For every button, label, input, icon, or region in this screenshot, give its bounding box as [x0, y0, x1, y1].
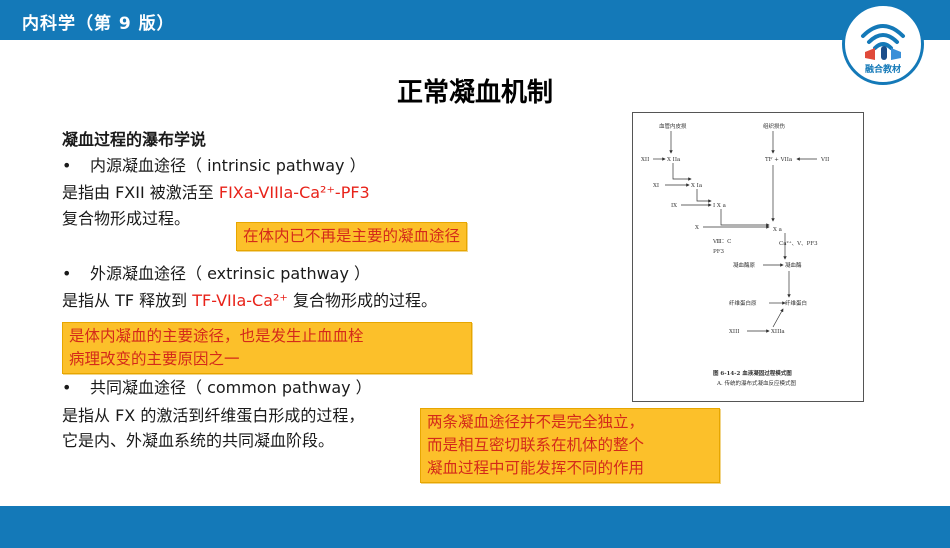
- top-bar: 内科学（第 9 版）: [0, 0, 950, 40]
- note-extrinsic-line1: 是体内凝血的主要途径，也是发生止血血栓: [69, 327, 364, 345]
- fig-label-tf: TF + VIIa: [765, 157, 793, 163]
- fig-label-pf3: PF3: [713, 249, 725, 255]
- note-relationship: 两条凝血途径并不是完全独立， 而是相互密切联系在机体的整个 凝血过程中可能发挥不…: [420, 408, 720, 483]
- intrinsic-label-line: • 内源凝血途径（ intrinsic pathway ）: [62, 154, 366, 178]
- coagulation-cascade-figure: 血管内皮损 组织损伤 XII X IIa XI X Ia IX I X a TF…: [632, 112, 864, 402]
- note-intrinsic-text: 在体内已不再是主要的凝血途径: [243, 227, 461, 245]
- bullet-icon: •: [62, 156, 72, 175]
- fig-label-cofactors: Ca²⁺、V、PF3: [779, 240, 818, 247]
- fig-label-tissue: 组织损伤: [763, 122, 786, 130]
- fig-label-prothrombin: 凝血酶原: [733, 261, 756, 269]
- fig-label-x: X: [695, 225, 699, 231]
- fig-label-thrombin: 凝血酶: [785, 261, 802, 269]
- note-relationship-line2: 而是相互密切联系在机体的整个: [427, 436, 645, 454]
- fig-label-vii: VII: [820, 157, 829, 163]
- book-title: 内科学（第 9 版）: [22, 14, 175, 34]
- fig-label-xa: X a: [773, 227, 783, 233]
- fig-caption-line2: A. 传统的瀑布式凝血反应模式图: [716, 379, 796, 387]
- common-desc-line2: 它是内、外凝血系统的共同凝血阶段。: [62, 431, 335, 450]
- bottom-bar: [0, 506, 950, 548]
- book-logo-icon: [861, 24, 905, 60]
- logo-label: 融合教材: [864, 65, 901, 75]
- fig-label-ix: IX: [671, 203, 677, 209]
- fig-label-xia: X Ia: [691, 183, 703, 189]
- fig-label-xiii: XIII: [729, 329, 739, 335]
- intrinsic-label: 内源凝血途径（ intrinsic pathway ）: [90, 156, 366, 175]
- intrinsic-desc-line: 是指由 FXII 被激活至 FIXa-VIIIa-Ca²⁺-PF3: [62, 181, 370, 205]
- note-relationship-line3: 凝血过程中可能发挥不同的作用: [427, 459, 645, 477]
- fig-label-fibrinogen: 纤维蛋白原: [729, 299, 757, 307]
- page-title: 正常凝血机制: [396, 78, 553, 108]
- extrinsic-desc-prefix: 是指从 TF 释放到: [62, 291, 193, 310]
- bullet-icon: •: [62, 378, 72, 397]
- cascade-diagram: 血管内皮损 组织损伤 XII X IIa XI X Ia IX I X a TF…: [641, 122, 829, 387]
- extrinsic-label: 外源凝血途径（ extrinsic pathway ）: [90, 264, 371, 283]
- common-desc-line1: 是指从 FX 的激活到纤维蛋白形成的过程，: [62, 406, 365, 425]
- note-extrinsic: 是体内凝血的主要途径，也是发生止血血栓 病理改变的主要原因之一: [62, 322, 472, 374]
- cascade-labels: 血管内皮损 组织损伤 XII X IIa XI X Ia IX I X a TF…: [641, 122, 829, 387]
- cascade-arrows: [653, 131, 817, 333]
- extrinsic-desc-highlight: TF-VIIa-Ca²⁺: [192, 291, 288, 310]
- bullet-icon: •: [62, 264, 72, 283]
- fig-label-xii: XII: [641, 157, 649, 163]
- note-relationship-line1: 两条凝血途径并不是完全独立，: [427, 413, 645, 431]
- fig-label-xiia: X IIa: [667, 157, 681, 163]
- fig-label-fibrin: 纤维蛋白: [785, 299, 807, 307]
- fig-label-vessel: 血管内皮损: [659, 122, 687, 130]
- extrinsic-desc-suffix: 复合物形成的过程。: [287, 291, 437, 310]
- fig-label-xiiia: XIIIa: [771, 329, 785, 335]
- intrinsic-desc-prefix: 是指由 FXII 被激活至: [62, 183, 219, 202]
- fig-label-xi: XI: [653, 183, 659, 189]
- common-label: 共同凝血途径（ common pathway ）: [90, 378, 372, 397]
- extrinsic-desc-line: 是指从 TF 释放到 TF-VIIa-Ca²⁺ 复合物形成的过程。: [62, 289, 437, 313]
- fig-label-ixa: I X a: [713, 203, 727, 209]
- intrinsic-desc-highlight: FIXa-VIIIa-Ca²⁺-PF3: [218, 183, 370, 202]
- note-intrinsic: 在体内已不再是主要的凝血途径: [236, 222, 468, 251]
- section-heading: 凝血过程的瀑布学说: [62, 130, 207, 149]
- common-label-line: • 共同凝血途径（ common pathway ）: [62, 376, 372, 400]
- note-extrinsic-line2: 病理改变的主要原因之一: [69, 350, 240, 368]
- book-logo[interactable]: 融合教材: [842, 3, 924, 85]
- fig-label-viii: Ⅷ：C: [712, 239, 731, 245]
- extrinsic-label-line: • 外源凝血途径（ extrinsic pathway ）: [62, 262, 370, 286]
- fig-caption-line1: 图 6-14-2 血液凝固过程模式图: [713, 369, 792, 377]
- intrinsic-desc-suffix: 复合物形成过程。: [62, 209, 191, 228]
